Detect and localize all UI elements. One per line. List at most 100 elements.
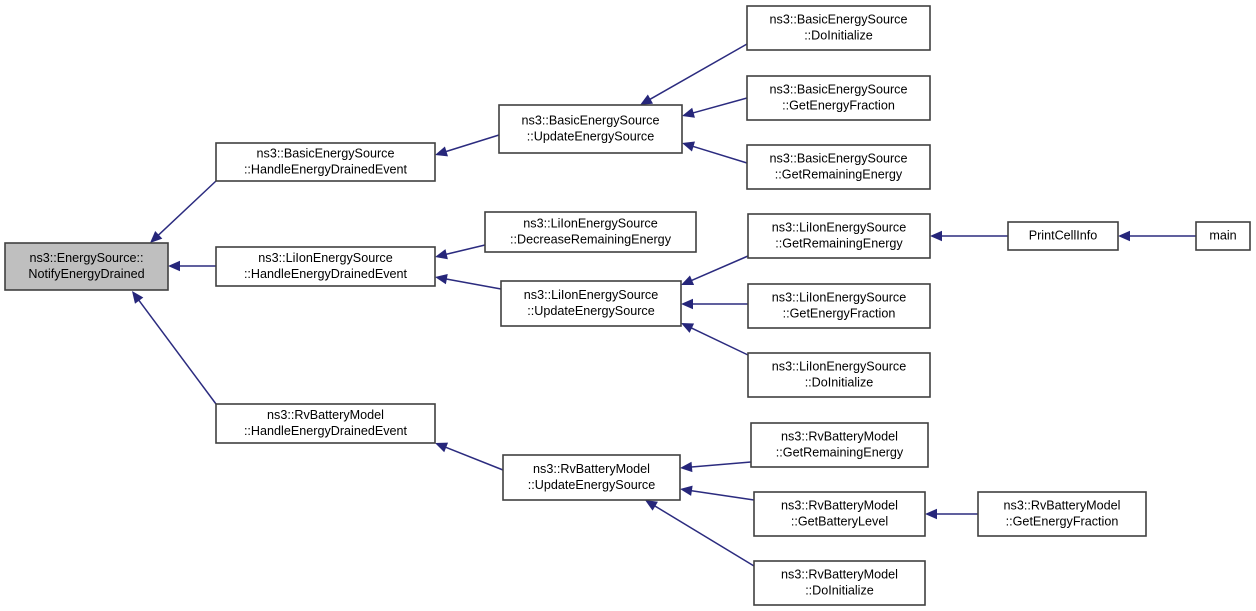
node-label-line2: ::UpdateEnergySource <box>527 304 654 318</box>
call-edge <box>681 255 749 286</box>
node-label-line1: ns3::RvBatteryModel <box>781 429 898 443</box>
node-box[interactable] <box>747 352 931 398</box>
call-edge-line <box>689 326 749 356</box>
node-box[interactable] <box>215 142 436 182</box>
call-edge-line <box>444 244 486 256</box>
node-label-line1: ns3::LiIonEnergySource <box>258 251 392 265</box>
graph-node-liion-handle-energy-drained-event[interactable]: ns3::LiIonEnergySource::HandleEnergyDrai… <box>215 246 436 287</box>
node-label-line1: main <box>1209 228 1236 242</box>
node-box[interactable] <box>215 246 436 287</box>
call-edge-arrowhead <box>640 94 654 105</box>
call-edge <box>680 485 755 501</box>
edge-layer <box>132 43 1196 567</box>
call-edge-arrowhead <box>681 323 695 333</box>
call-edge-arrowhead <box>645 500 658 511</box>
call-edge <box>645 500 755 567</box>
node-box[interactable] <box>502 454 681 501</box>
graph-node-basic-update-energy-source[interactable]: ns3::BasicEnergySource::UpdateEnergySour… <box>498 104 683 154</box>
graph-node-main[interactable]: main <box>1195 221 1251 251</box>
graph-node-liion-do-initialize[interactable]: ns3::LiIonEnergySource::DoInitialize <box>747 352 931 398</box>
node-label-line2: ::GetEnergyFraction <box>1006 514 1119 528</box>
node-box[interactable] <box>746 5 931 51</box>
call-edge <box>435 274 502 290</box>
call-edge <box>1118 230 1196 242</box>
call-edge-arrowhead <box>168 260 180 272</box>
graph-node-basic-handle-energy-drained-event[interactable]: ns3::BasicEnergySource::HandleEnergyDrai… <box>215 142 436 182</box>
node-box[interactable] <box>498 104 683 154</box>
node-label-line1: ns3::EnergySource:: <box>29 251 143 265</box>
node-layer: ns3::EnergySource::NotifyEnergyDrainedns… <box>4 5 1251 606</box>
node-label-line1: ns3::BasicEnergySource <box>522 113 660 127</box>
call-edge <box>150 180 217 243</box>
node-label-line2: ::GetEnergyFraction <box>782 98 895 112</box>
call-edge-arrowhead <box>681 275 695 286</box>
node-box[interactable] <box>484 211 697 253</box>
call-edge <box>132 291 217 405</box>
call-edge-arrowhead <box>680 485 693 496</box>
graph-node-rvbattery-update-energy-source[interactable]: ns3::RvBatteryModel::UpdateEnergySource <box>502 454 681 501</box>
node-label-line1: ns3::RvBatteryModel <box>267 408 384 422</box>
node-label-line2: ::GetEnergyFraction <box>783 306 896 320</box>
node-box[interactable] <box>747 283 931 329</box>
node-label-line1: ns3::LiIonEnergySource <box>772 290 906 304</box>
node-label-line2: NotifyEnergyDrained <box>28 267 144 281</box>
call-edge <box>930 230 1008 242</box>
graph-node-liion-update-energy-source[interactable]: ns3::LiIonEnergySource::UpdateEnergySour… <box>500 280 682 327</box>
node-box[interactable] <box>753 560 926 606</box>
call-edge-arrowhead <box>925 508 937 520</box>
node-box[interactable] <box>750 422 929 468</box>
call-edge-line <box>444 445 504 471</box>
graph-node-basic-get-remaining-energy[interactable]: ns3::BasicEnergySource::GetRemainingEner… <box>746 144 931 190</box>
node-label-line2: ::GetRemainingEnergy <box>776 445 904 459</box>
node-box[interactable] <box>977 491 1147 537</box>
call-edge <box>682 97 748 118</box>
call-edge-arrowhead <box>682 141 695 152</box>
call-edge-arrowhead <box>682 107 695 118</box>
call-edge-arrowhead <box>680 461 693 473</box>
node-label-line2: ::UpdateEnergySource <box>527 129 654 143</box>
call-edge <box>435 442 504 471</box>
graph-node-print-cell-info[interactable]: PrintCellInfo <box>1007 221 1119 251</box>
node-box[interactable] <box>500 280 682 327</box>
call-edge-arrowhead <box>435 249 448 260</box>
node-box[interactable] <box>746 75 931 121</box>
graph-node-liion-get-remaining-energy[interactable]: ns3::LiIonEnergySource::GetRemainingEner… <box>747 213 931 259</box>
node-label-line2: ::HandleEnergyDrainedEvent <box>244 424 408 438</box>
graph-node-rvbattery-get-battery-level[interactable]: ns3::RvBatteryModel::GetBatteryLevel <box>753 491 926 537</box>
call-edge-arrowhead <box>435 442 449 453</box>
graph-node-basic-do-initialize[interactable]: ns3::BasicEnergySource::DoInitialize <box>746 5 931 51</box>
node-label-line1: ns3::LiIonEnergySource <box>772 220 906 234</box>
node-box[interactable] <box>746 144 931 190</box>
node-box[interactable] <box>4 242 169 291</box>
call-edge <box>435 134 500 157</box>
node-label-line1: ns3::RvBatteryModel <box>533 462 650 476</box>
call-edge <box>682 141 748 164</box>
node-label-line1: ns3::RvBatteryModel <box>781 498 898 512</box>
node-label-line1: PrintCellInfo <box>1029 228 1098 242</box>
call-edge-arrowhead <box>435 146 449 157</box>
graph-node-rvbattery-get-energy-fraction[interactable]: ns3::RvBatteryModel::GetEnergyFraction <box>977 491 1147 537</box>
graph-node-liion-decrease-remaining-energy[interactable]: ns3::LiIonEnergySource::DecreaseRemainin… <box>484 211 697 253</box>
call-edge-arrowhead <box>150 230 163 243</box>
node-box[interactable] <box>747 213 931 259</box>
graph-node-liion-get-energy-fraction[interactable]: ns3::LiIonEnergySource::GetEnergyFractio… <box>747 283 931 329</box>
call-edge-line <box>653 504 755 567</box>
graph-node-rvbattery-get-remaining-energy[interactable]: ns3::RvBatteryModel::GetRemainingEnergy <box>750 422 929 468</box>
node-box[interactable] <box>753 491 926 537</box>
call-edge-arrowhead <box>132 291 144 304</box>
call-edge-line <box>648 43 748 101</box>
node-label-line2: ::DoInitialize <box>805 583 874 597</box>
node-box[interactable] <box>1007 221 1119 251</box>
graph-node-notify-energy-drained[interactable]: ns3::EnergySource::NotifyEnergyDrained <box>4 242 169 291</box>
node-label-line1: ns3::RvBatteryModel <box>781 567 898 581</box>
node-label-line1: ns3::BasicEnergySource <box>257 146 395 160</box>
node-box[interactable] <box>215 403 436 444</box>
call-edge-line <box>691 145 748 164</box>
node-label-line1: ns3::BasicEnergySource <box>770 82 908 96</box>
node-box[interactable] <box>1195 221 1251 251</box>
call-edge-line <box>691 97 748 115</box>
node-label-line2: ::DecreaseRemainingEnergy <box>510 232 672 246</box>
graph-node-rvbattery-handle-energy-drained-event[interactable]: ns3::RvBatteryModel::HandleEnergyDrained… <box>215 403 436 444</box>
graph-node-basic-get-energy-fraction[interactable]: ns3::BasicEnergySource::GetEnergyFractio… <box>746 75 931 121</box>
graph-node-rvbattery-do-initialize[interactable]: ns3::RvBatteryModel::DoInitialize <box>753 560 926 606</box>
